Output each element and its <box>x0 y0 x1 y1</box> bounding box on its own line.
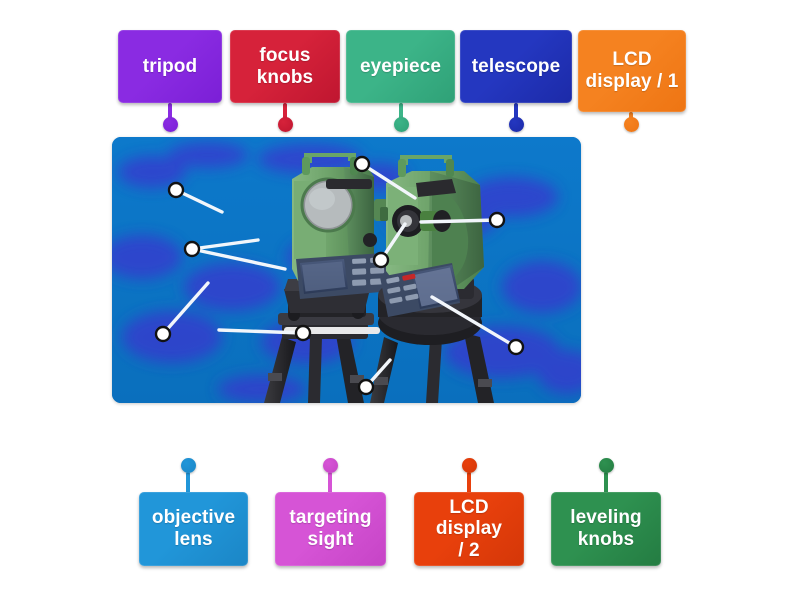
line-tripod <box>217 328 305 335</box>
marker-dot-group <box>154 155 525 396</box>
line-lcd-display-2 <box>430 295 518 349</box>
connector-dot-objective-lens[interactable] <box>180 457 196 473</box>
connector-dot-leveling-knobs[interactable] <box>598 457 614 473</box>
label-tile-lcd-display-2[interactable]: LCD display / 2 <box>414 492 524 566</box>
line-focus-knobs-b <box>190 247 287 271</box>
connector-stem-objective-lens <box>186 472 190 494</box>
connector-stem-lcd-display-2 <box>467 472 471 494</box>
label-tile-telescope[interactable]: telescope <box>460 30 572 103</box>
line-focus-knobs-a <box>190 238 260 251</box>
connector-dot-tripod[interactable] <box>162 116 178 132</box>
connector-dot-lcd-display-2[interactable] <box>461 457 477 473</box>
marker-objective-lens[interactable] <box>167 181 185 199</box>
marker-lcd-display-2[interactable] <box>507 338 525 356</box>
label-tile-targeting-sight-text: targeting sight <box>289 507 372 550</box>
label-tile-leveling-knobs-text: leveling knobs <box>570 507 642 550</box>
label-tile-leveling-knobs[interactable]: leveling knobs <box>551 492 661 566</box>
label-tile-tripod[interactable]: tripod <box>118 30 222 103</box>
connector-stem-targeting-sight <box>328 472 332 494</box>
label-tile-lcd-display-2-text: LCD display / 2 <box>435 496 503 561</box>
connector-dot-targeting-sight[interactable] <box>322 457 338 473</box>
marker-leveling-knobs[interactable] <box>357 378 375 396</box>
connector-stem-tripod <box>168 103 172 125</box>
line-lcd-display-1 <box>161 281 210 336</box>
label-tile-telescope-text: telescope <box>471 55 561 77</box>
marker-lcd-display-1[interactable] <box>154 325 172 343</box>
marker-targeting-sight[interactable] <box>372 251 390 269</box>
label-tile-lcd-display-1[interactable]: LCD display / 1 <box>578 30 686 112</box>
label-tile-focus-knobs-text: focus knobs <box>256 44 314 88</box>
connector-stem-leveling-knobs <box>604 472 608 494</box>
label-tile-objective-lens-text: objective lens <box>151 507 236 550</box>
theodolite-illustration <box>112 137 581 403</box>
connector-stem-eyepiece <box>399 103 403 125</box>
tripod-right <box>370 333 494 403</box>
diagram-picture <box>112 137 581 403</box>
marker-eyepiece[interactable] <box>488 211 506 229</box>
connector-stem-telescope <box>514 103 518 125</box>
label-tile-objective-lens[interactable]: objective lens <box>139 492 248 566</box>
marker-tripod[interactable] <box>294 324 312 342</box>
connector-dot-lcd-display-1[interactable] <box>623 116 639 132</box>
label-tile-lcd-display-1-text: LCD display / 1 <box>585 49 679 92</box>
connector-dot-eyepiece[interactable] <box>393 116 409 132</box>
marker-focus-knobs[interactable] <box>183 240 201 258</box>
label-tile-eyepiece-text: eyepiece <box>359 55 442 77</box>
connector-stem-focus-knobs <box>283 103 287 125</box>
label-tile-tripod-text: tripod <box>142 55 198 77</box>
connector-dot-focus-knobs[interactable] <box>277 116 293 132</box>
marker-telescope[interactable] <box>353 155 371 173</box>
connector-dot-telescope[interactable] <box>508 116 524 132</box>
line-objective-lens <box>174 188 224 214</box>
line-telescope <box>360 162 417 200</box>
label-tile-eyepiece[interactable]: eyepiece <box>346 30 455 103</box>
line-eyepiece <box>419 218 499 224</box>
label-tile-focus-knobs[interactable]: focus knobs <box>230 30 340 103</box>
label-tile-targeting-sight[interactable]: targeting sight <box>275 492 386 566</box>
